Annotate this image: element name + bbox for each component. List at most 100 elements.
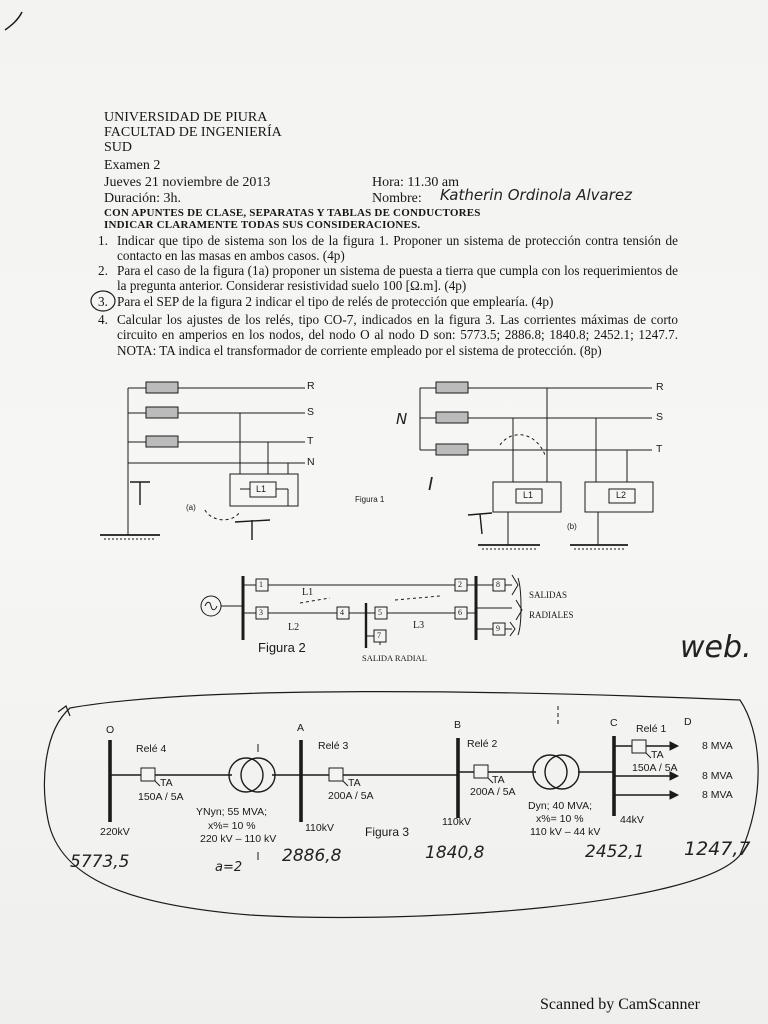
relay-box-4 bbox=[336, 606, 350, 620]
ct-ratio-relay-1: 150A / 5A bbox=[632, 762, 678, 774]
node-b-label: B bbox=[454, 719, 462, 731]
exam-duration: Duración: 3h. bbox=[104, 191, 181, 206]
node-o-label: O bbox=[106, 724, 115, 736]
transformer-winding-t-b bbox=[435, 443, 469, 456]
relay-1-label: 1 bbox=[259, 580, 263, 589]
ct-relay-1 bbox=[631, 739, 647, 754]
transformer-winding-s bbox=[145, 406, 179, 419]
relay-9-label: 9 bbox=[496, 624, 500, 633]
hand-drawn-enclosure bbox=[43, 691, 759, 919]
phase-s-label: S bbox=[307, 406, 315, 418]
salida-radial-label: SALIDA RADIAL bbox=[362, 653, 427, 663]
relay-box-7 bbox=[373, 629, 387, 643]
transformer-winding-t bbox=[145, 435, 179, 448]
salidas-label: SALIDAS bbox=[529, 590, 568, 600]
exam-date: Jueves 21 noviembre de 2013 bbox=[104, 175, 271, 190]
transformer-t2-secondary bbox=[544, 754, 580, 790]
relay-6-label: 6 bbox=[458, 608, 462, 617]
t1-spec-line-3: 220 kV – 110 kV bbox=[200, 833, 277, 845]
transformer-winding-s-b bbox=[435, 411, 469, 424]
hand-web-note: web. bbox=[680, 630, 752, 665]
relay-2-name: Relé 2 bbox=[467, 738, 498, 750]
voltage-110kv-a: 110kV bbox=[305, 822, 334, 834]
exam-time: Hora: 11.30 am bbox=[372, 175, 459, 190]
ta-1-label: TA bbox=[651, 749, 664, 761]
relay-box-1 bbox=[255, 578, 269, 592]
load-box-b1 bbox=[492, 481, 562, 513]
node-d-label: D bbox=[684, 716, 692, 728]
line-l3-label: L3 bbox=[413, 620, 425, 631]
load-box-b2 bbox=[584, 481, 654, 513]
t1-spec-line-2: x%= 10 % bbox=[208, 820, 256, 832]
name-label: Nombre: bbox=[372, 191, 422, 206]
question-text: Calcular los ajustes de los relés, tipo … bbox=[117, 312, 678, 358]
relay-box-5 bbox=[374, 606, 388, 620]
relay-box-3 bbox=[255, 606, 269, 620]
relay-8-label: 8 bbox=[496, 580, 500, 589]
question-text: Indicar que tipo de sistema son los de l… bbox=[117, 233, 678, 264]
voltage-44kv: 44kV bbox=[620, 814, 644, 826]
ct-relay-4 bbox=[140, 767, 156, 782]
ct-ratio-relay-3: 200A / 5A bbox=[328, 790, 374, 802]
relay-box-2 bbox=[454, 578, 468, 592]
university-name: UNIVERSIDAD DE PIURA bbox=[104, 110, 268, 125]
ct-relay-3 bbox=[328, 767, 344, 782]
ct-relay-2 bbox=[473, 764, 489, 779]
figure-2-caption: Figura 2 bbox=[258, 640, 306, 655]
instructions-line-2: INDICAR CLARAMENTE TODAS SUS CONSIDERACI… bbox=[104, 219, 421, 231]
relay-4-name: Relé 4 bbox=[136, 743, 167, 755]
hand-current-node-b: 1840,8 bbox=[425, 843, 485, 863]
figure-1b-label: (b) bbox=[567, 522, 577, 531]
t2-spec-line-2: x%= 10 % bbox=[536, 813, 584, 825]
question-3-circle-mark bbox=[90, 290, 116, 312]
question-4: 4. Calcular los ajustes de los relés, ti… bbox=[98, 312, 678, 358]
hand-current-node-a: 2886,8 bbox=[282, 846, 342, 866]
ta-2-label: TA bbox=[492, 774, 505, 786]
transformer-winding-r bbox=[145, 381, 179, 394]
exam-title: Examen 2 bbox=[104, 158, 161, 173]
phase-s-label-b: S bbox=[656, 411, 664, 423]
relay-3-label: 3 bbox=[259, 608, 263, 617]
node-a-label: A bbox=[297, 722, 305, 734]
question-text: Para el SEP de la figura 2 indicar el ti… bbox=[117, 294, 554, 309]
line-l1-label: L1 bbox=[302, 587, 314, 598]
relay-5-label: 5 bbox=[378, 608, 382, 617]
transformer-t1-secondary bbox=[240, 757, 276, 793]
radiales-label: RADIALES bbox=[529, 610, 574, 620]
scanner-watermark: Scanned by CamScanner bbox=[540, 996, 700, 1013]
relay-box-9 bbox=[492, 622, 506, 636]
t2-spec-line-1: Dyn; 40 MVA; bbox=[528, 800, 592, 812]
phase-t-label: T bbox=[307, 435, 314, 447]
load-l2-b bbox=[608, 488, 636, 504]
line-l2-label: L2 bbox=[288, 622, 300, 633]
relay-box-6 bbox=[454, 606, 468, 620]
relay-2-label: 2 bbox=[458, 580, 462, 589]
phase-r-label-b: R bbox=[656, 381, 664, 393]
ct-ratio-relay-2: 200A / 5A bbox=[470, 786, 516, 798]
instructions-line-1: CON APUNTES DE CLASE, SEPARATAS Y TABLAS… bbox=[104, 207, 481, 219]
relay-3-name: Relé 3 bbox=[318, 740, 349, 752]
question-number: 4. bbox=[98, 312, 108, 327]
t1-spec-line-1: YNyn; 55 MVA; bbox=[196, 806, 267, 818]
load-l1-b bbox=[515, 488, 543, 504]
question-2: 2. Para el caso de la figura (1a) propon… bbox=[98, 263, 678, 294]
hand-current-node-o: 5773,5 bbox=[70, 852, 130, 872]
hand-current-node-c: 2452,1 bbox=[585, 842, 645, 862]
load-l2-label-b: L2 bbox=[616, 490, 627, 500]
question-number: 1. bbox=[98, 233, 108, 248]
figure-1-caption: Figura 1 bbox=[355, 495, 385, 504]
corner-pen-mark bbox=[4, 11, 23, 31]
load-8mva-3: 8 MVA bbox=[702, 789, 733, 801]
question-text: Para el caso de la figura (1a) proponer … bbox=[117, 263, 678, 294]
transformer-winding-r-b bbox=[435, 381, 469, 394]
hand-a-note: a=2 bbox=[215, 860, 243, 875]
load-box-a bbox=[229, 473, 299, 507]
voltage-110kv-b: 110kV bbox=[442, 816, 471, 828]
relay-7-label: 7 bbox=[377, 631, 381, 640]
figure-3-caption: Figura 3 bbox=[365, 825, 410, 839]
load-l1-label-a: L1 bbox=[256, 484, 267, 494]
load-8mva-2: 8 MVA bbox=[702, 770, 733, 782]
load-l1-label-b: L1 bbox=[523, 490, 534, 500]
phase-r-label: R bbox=[307, 380, 315, 392]
